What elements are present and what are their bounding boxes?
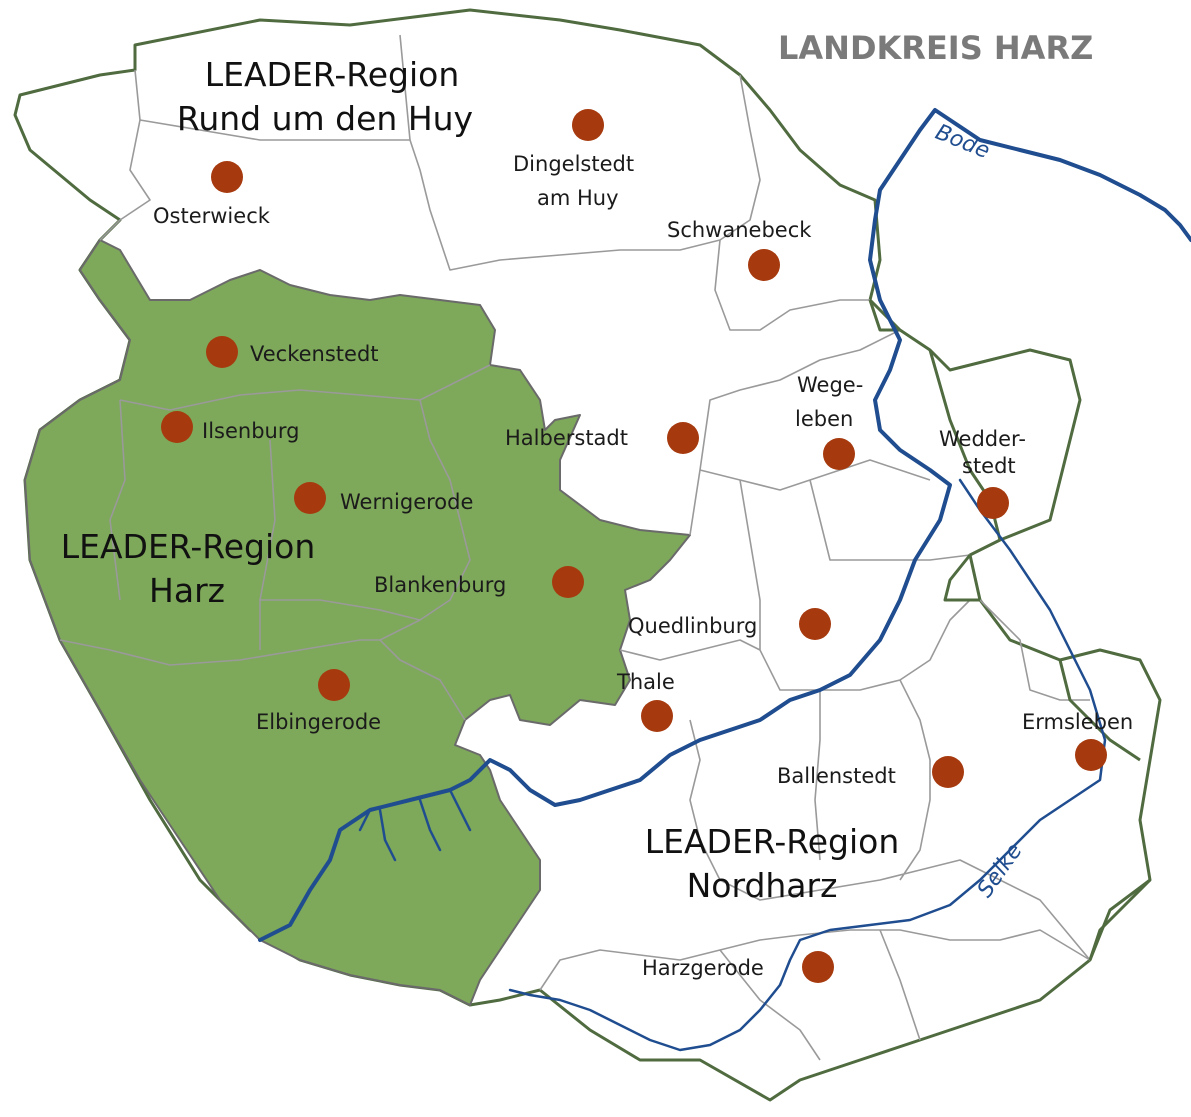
town-label-dingelstedt-1: Dingelstedt: [513, 152, 634, 176]
boundary-harz-inner: [59, 364, 491, 721]
town-markers: [161, 109, 1107, 983]
region-huy-line2: Rund um den Huy: [177, 99, 473, 138]
town-dot-osterwieck: [211, 161, 243, 193]
town-dot-elbingerode: [318, 669, 350, 701]
region-huy-line1: LEADER-Region: [205, 55, 460, 94]
town-label-wedderstedt-1: Wedder-: [939, 427, 1026, 451]
region-nordharz-line2: Nordharz: [687, 866, 838, 905]
town-dot-dingelstedt: [572, 109, 604, 141]
town-dot-blankenburg: [552, 566, 584, 598]
region-harz-line2: Harz: [149, 571, 225, 610]
town-label-ilsenburg: Ilsenburg: [202, 419, 299, 443]
boundary-south-inner: [539, 929, 1091, 1061]
boundary-huy-south: [99, 69, 761, 271]
region-harz-line1: LEADER-Region: [61, 527, 316, 566]
town-label-schwanebeck: Schwanebeck: [667, 218, 812, 242]
town-label-veckenstedt: Veckenstedt: [250, 342, 379, 366]
town-label-wegeleben-1: Wege-: [797, 373, 863, 397]
boundary-dingelstedt: [399, 34, 870, 331]
town-label-harzgerode: Harzgerode: [642, 956, 764, 980]
selke-river: [508, 478, 1107, 1052]
map-title: LANDKREIS HARZ: [778, 29, 1093, 67]
town-dot-halberstadt: [667, 422, 699, 454]
town-label-ballenstedt: Ballenstedt: [777, 764, 896, 788]
town-label-ermsleben: Ermsleben: [1022, 710, 1133, 734]
town-dot-quedlinburg: [799, 608, 831, 640]
town-dot-harzgerode: [802, 951, 834, 983]
town-label-wegeleben-2: leben: [795, 407, 853, 431]
town-dot-veckenstedt: [206, 336, 238, 368]
town-dot-wedderstedt: [977, 487, 1009, 519]
town-label-dingelstedt-2: am Huy: [537, 186, 619, 210]
town-dot-ermsleben: [1075, 739, 1107, 771]
town-label-elbingerode: Elbingerode: [256, 710, 381, 734]
town-dot-schwanebeck: [748, 249, 780, 281]
town-label-quedlinburg: Quedlinburg: [628, 614, 757, 638]
town-label-thale: Thale: [616, 670, 675, 694]
town-label-osterwieck: Osterwieck: [153, 204, 271, 228]
town-label-wernigerode: Wernigerode: [340, 490, 473, 514]
town-label-halberstadt: Halberstadt: [505, 426, 628, 450]
region-nordharz-line1: LEADER-Region: [645, 822, 900, 861]
border-east-green: [868, 299, 1152, 961]
town-dot-wernigerode: [294, 482, 326, 514]
bode-river: [258, 108, 1191, 942]
town-label-blankenburg: Blankenburg: [374, 573, 506, 597]
town-dot-ilsenburg: [161, 411, 193, 443]
town-dot-thale: [641, 700, 673, 732]
town-label-wedderstedt-2: stedt: [962, 454, 1016, 478]
bode-tributary: [358, 788, 472, 862]
town-dot-ballenstedt: [932, 756, 964, 788]
town-dot-wegeleben: [823, 438, 855, 470]
